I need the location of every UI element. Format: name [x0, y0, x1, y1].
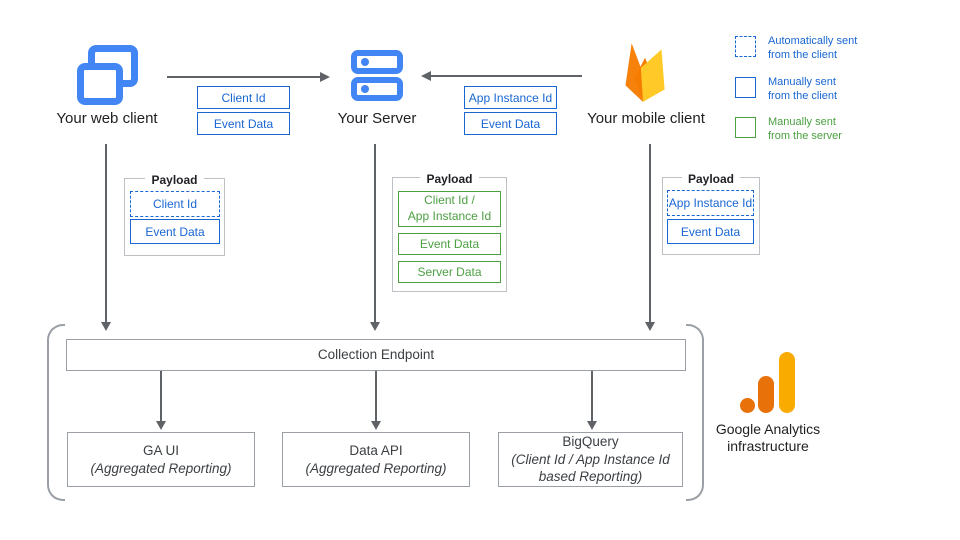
- server-unit-top: [351, 50, 403, 74]
- collection-endpoint-box: Collection Endpoint: [66, 339, 686, 371]
- payload-web-title: Payload: [145, 173, 204, 187]
- arrowhead-down-icon: [371, 421, 381, 430]
- infrastructure-bracket-right: [686, 324, 704, 501]
- payload-server-server-data: Server Data: [398, 261, 501, 283]
- bigquery-title: BigQuery: [562, 434, 619, 450]
- ga-ui-title: GA UI: [142, 442, 179, 458]
- payload-server-ids: Client Id / App Instance Id: [398, 191, 501, 227]
- ga-ui-subtitle: (Aggregated Reporting): [90, 460, 232, 476]
- payload-server-title: Payload: [420, 172, 479, 186]
- arrowhead-down-icon: [101, 322, 111, 331]
- output-box-ga-ui: GA UI (Aggregated Reporting): [67, 432, 255, 487]
- web-client-label: Your web client: [56, 110, 158, 127]
- flow-label-event-data: Event Data: [197, 112, 290, 135]
- payload-server-event-data: Event Data: [398, 233, 501, 255]
- arrow-mobile-to-server: [430, 75, 582, 77]
- web-client-front-window: [77, 63, 123, 105]
- arrowhead-down-icon: [645, 322, 655, 331]
- arrowhead-left-icon: [421, 71, 431, 81]
- server-unit-bottom: [351, 77, 403, 101]
- arrow-endpoint-to-bigquery: [591, 371, 593, 422]
- ga-logo-dot: [740, 398, 755, 413]
- infrastructure-bracket-left: [47, 324, 65, 501]
- arrow-web-to-endpoint: [105, 144, 107, 323]
- data-api-title: Data API: [349, 442, 403, 458]
- legend-manual-server-label: Manually sent from the server: [768, 116, 842, 143]
- arrow-endpoint-to-gaui: [160, 371, 162, 422]
- payload-mobile-app-instance-id: App Instance Id: [667, 190, 754, 216]
- payload-mobile-title: Payload: [681, 172, 741, 186]
- ga-logo-mid-bar: [758, 376, 774, 413]
- arrow-endpoint-to-dataapi: [375, 371, 377, 422]
- arrow-mobile-to-endpoint: [649, 144, 651, 323]
- bigquery-subtitle: (Client Id / App Instance Id based Repor…: [511, 451, 670, 485]
- legend-dashed-blue-swatch: [735, 36, 756, 57]
- payload-mobile-event-data: Event Data: [667, 219, 754, 244]
- output-box-data-api: Data API (Aggregated Reporting): [282, 432, 470, 487]
- output-box-bigquery: BigQuery (Client Id / App Instance Id ba…: [498, 432, 683, 487]
- ga-logo-tall-bar: [779, 352, 795, 413]
- arrowhead-down-icon: [587, 421, 597, 430]
- payload-web: Payload: [124, 173, 225, 256]
- legend-auto-client-label: Automatically sent from the client: [768, 35, 858, 62]
- data-api-subtitle: (Aggregated Reporting): [305, 460, 447, 476]
- firebase-icon: [625, 43, 665, 102]
- arrowhead-right-icon: [320, 72, 330, 82]
- legend-solid-green-swatch: [735, 117, 756, 138]
- arrowhead-down-icon: [370, 322, 380, 331]
- mobile-client-label: Your mobile client: [587, 110, 705, 127]
- flow-label-client-id: Client Id: [197, 86, 290, 109]
- legend-solid-blue-swatch: [735, 77, 756, 98]
- server-led-icon: [361, 58, 369, 66]
- server-led-icon: [361, 85, 369, 93]
- flow-label-app-instance-id: App Instance Id: [464, 86, 557, 109]
- payload-web-event-data: Event Data: [130, 219, 220, 244]
- infrastructure-brand-label: Google Analytics infrastructure: [715, 421, 821, 454]
- arrow-server-to-endpoint: [374, 144, 376, 323]
- collection-endpoint-label: Collection Endpoint: [317, 347, 435, 363]
- payload-web-client-id: Client Id: [130, 191, 220, 217]
- server-label: Your Server: [337, 110, 417, 127]
- flow-label-event-data: Event Data: [464, 112, 557, 135]
- arrow-web-to-server: [167, 76, 322, 78]
- arrowhead-down-icon: [156, 421, 166, 430]
- legend-manual-client-label: Manually sent from the client: [768, 76, 838, 103]
